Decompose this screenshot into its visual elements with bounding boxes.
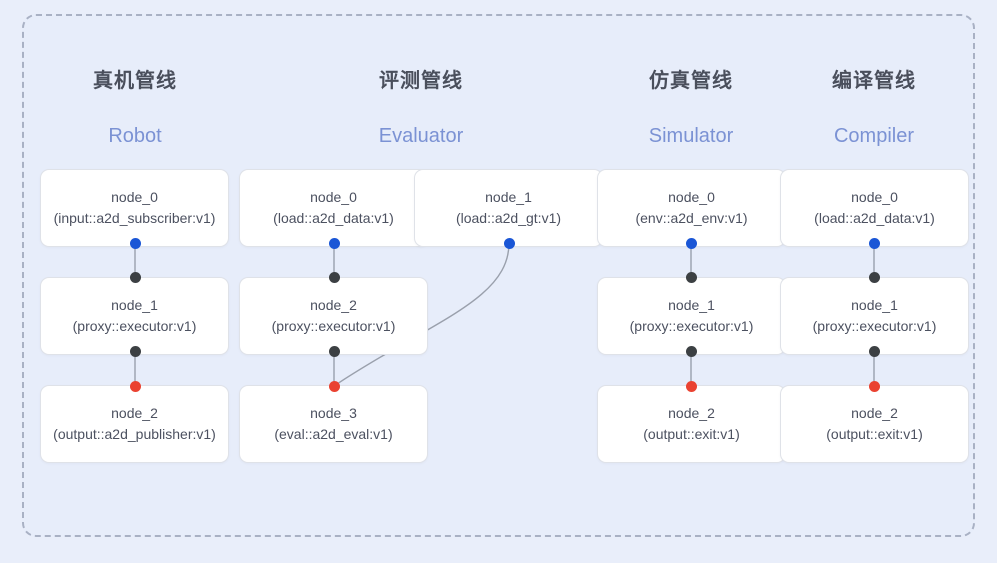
port-relay-compiler-1-out[interactable] <box>869 346 880 357</box>
node-spec: (load::a2d_data:v1) <box>273 210 394 226</box>
node-name: node_2 <box>851 405 898 421</box>
node-name: node_0 <box>851 189 898 205</box>
node-simulator-2[interactable]: node_2 (output::exit:v1) <box>597 385 786 463</box>
node-spec: (proxy::executor:v1) <box>72 318 197 334</box>
port-relay-evaluator-2-in[interactable] <box>329 272 340 283</box>
port-relay-evaluator-2-out[interactable] <box>329 346 340 357</box>
node-name: node_1 <box>111 297 158 313</box>
column-title-simulator: 仿真管线 <box>649 70 733 92</box>
node-name: node_1 <box>851 297 898 313</box>
node-name: node_2 <box>310 297 357 313</box>
node-name: node_1 <box>485 189 532 205</box>
node-spec: (proxy::executor:v1) <box>812 318 937 334</box>
node-name: node_1 <box>668 297 715 313</box>
node-simulator-1[interactable]: node_1 (proxy::executor:v1) <box>597 277 786 355</box>
node-spec: (load::a2d_data:v1) <box>814 210 935 226</box>
column-title-compiler: 编译管线 <box>832 70 916 92</box>
port-source-robot-0[interactable] <box>130 238 141 249</box>
node-robot-0[interactable]: node_0 (input::a2d_subscriber:v1) <box>40 169 229 247</box>
node-spec: (input::a2d_subscriber:v1) <box>53 210 216 226</box>
node-name: node_0 <box>668 189 715 205</box>
port-sink-compiler-2[interactable] <box>869 381 880 392</box>
column-subtitle-simulator: Simulator <box>648 125 734 147</box>
node-name: node_2 <box>111 405 158 421</box>
column-title-evaluator: 评测管线 <box>379 70 463 92</box>
node-compiler-1[interactable]: node_1 (proxy::executor:v1) <box>780 277 969 355</box>
column-subtitle-robot: Robot <box>108 125 162 147</box>
node-spec: (output::exit:v1) <box>643 426 740 442</box>
node-evaluator-2[interactable]: node_2 (proxy::executor:v1) <box>239 277 428 355</box>
port-sink-robot-2[interactable] <box>130 381 141 392</box>
node-spec: (eval::a2d_eval:v1) <box>274 426 393 442</box>
port-source-evaluator-0[interactable] <box>329 238 340 249</box>
node-spec: (output::exit:v1) <box>826 426 923 442</box>
node-name: node_0 <box>111 189 158 205</box>
node-evaluator-0[interactable]: node_0 (load::a2d_data:v1) <box>239 169 428 247</box>
node-compiler-2[interactable]: node_2 (output::exit:v1) <box>780 385 969 463</box>
node-name: node_3 <box>310 405 357 421</box>
port-relay-simulator-1-out[interactable] <box>686 346 697 357</box>
column-title-robot: 真机管线 <box>93 70 177 92</box>
port-source-evaluator-gt[interactable] <box>504 238 515 249</box>
port-source-simulator-0[interactable] <box>686 238 697 249</box>
port-relay-robot-1-in[interactable] <box>130 272 141 283</box>
port-relay-robot-1-out[interactable] <box>130 346 141 357</box>
column-subtitle-compiler: Compiler <box>833 125 915 147</box>
column-subtitle-evaluator: Evaluator <box>378 125 464 147</box>
node-compiler-0[interactable]: node_0 (load::a2d_data:v1) <box>780 169 969 247</box>
node-simulator-0[interactable]: node_0 (env::a2d_env:v1) <box>597 169 786 247</box>
node-name: node_0 <box>310 189 357 205</box>
node-spec: (proxy::executor:v1) <box>271 318 396 334</box>
node-evaluator-3[interactable]: node_3 (eval::a2d_eval:v1) <box>239 385 428 463</box>
node-spec: (env::a2d_env:v1) <box>635 210 748 226</box>
port-source-compiler-0[interactable] <box>869 238 880 249</box>
port-relay-simulator-1-in[interactable] <box>686 272 697 283</box>
port-relay-compiler-1-in[interactable] <box>869 272 880 283</box>
node-robot-1[interactable]: node_1 (proxy::executor:v1) <box>40 277 229 355</box>
node-spec: (proxy::executor:v1) <box>629 318 754 334</box>
node-evaluator-gt[interactable]: node_1 (load::a2d_gt:v1) <box>414 169 603 247</box>
node-robot-2[interactable]: node_2 (output::a2d_publisher:v1) <box>40 385 229 463</box>
node-spec: (load::a2d_gt:v1) <box>455 210 562 226</box>
port-sink-evaluator-3[interactable] <box>329 381 340 392</box>
node-name: node_2 <box>668 405 715 421</box>
node-spec: (output::a2d_publisher:v1) <box>53 426 216 442</box>
port-sink-simulator-2[interactable] <box>686 381 697 392</box>
